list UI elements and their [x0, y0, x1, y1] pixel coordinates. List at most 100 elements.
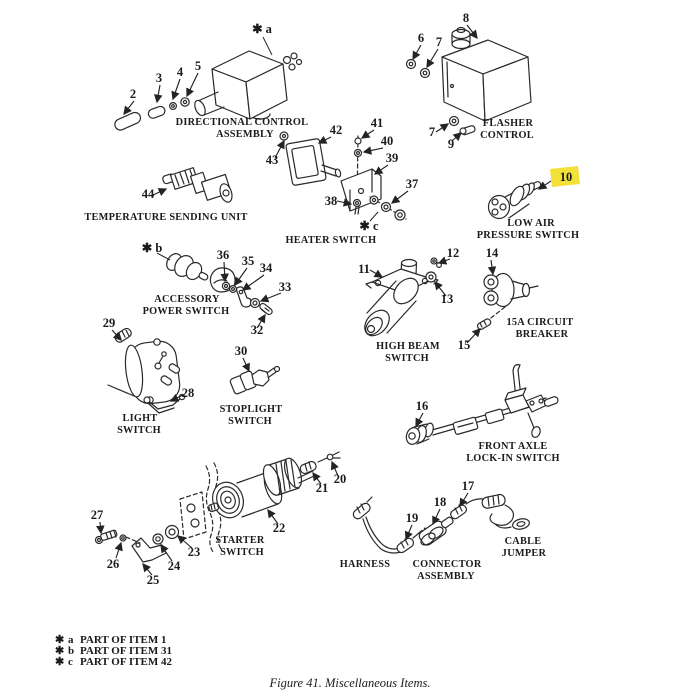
- connector-assembly-drawing: [418, 512, 458, 546]
- callout-16: 16: [416, 399, 429, 413]
- callout-7a: 7: [436, 35, 442, 49]
- legend-letter: b: [68, 645, 74, 657]
- figure-caption: Figure 41. Miscellaneous Items.: [269, 676, 431, 690]
- selected-item-highlight[interactable]: 10: [537, 166, 580, 190]
- callout-27: 27: [91, 508, 104, 522]
- label-breaker-line1: 15A CIRCUIT: [506, 317, 573, 328]
- label-connector-line1: CONNECTOR: [413, 559, 482, 570]
- label-stoplight-line1: STOPLIGHT: [220, 404, 283, 415]
- label-cable-jumper-line1: CABLE: [505, 536, 542, 547]
- label-stoplight-line2: SWITCH: [228, 416, 272, 427]
- callout-34: 34: [260, 261, 273, 275]
- legend-text: PART OF ITEM 1: [80, 634, 167, 646]
- callout-42: 42: [330, 123, 343, 137]
- label-directional-control-line1: DIRECTIONAL CONTROL: [176, 117, 309, 128]
- callout-5: 5: [195, 59, 201, 73]
- callout-24: 24: [168, 559, 181, 573]
- starter-switch-drawing: [94, 451, 341, 563]
- low-air-pressure-switch-drawing: [487, 181, 542, 220]
- high-beam-switch-drawing: [364, 257, 443, 337]
- label-temperature-sending-unit: TEMPERATURE SENDING UNIT: [84, 212, 247, 223]
- legend-text: PART OF ITEM 31: [80, 645, 172, 657]
- callout-35: 35: [242, 254, 255, 268]
- temperature-sending-unit-drawing: [162, 167, 233, 203]
- label-high-beam-line1: HIGH BEAM: [376, 341, 440, 352]
- callout-18: 18: [434, 495, 447, 509]
- label-starter-line1: STARTER: [215, 535, 265, 546]
- label-heater-switch: HEATER SWITCH: [286, 235, 377, 246]
- label-low-air-line2: PRESSURE SWITCH: [477, 230, 579, 241]
- ref-marker-b: ✱ b: [142, 241, 163, 255]
- callout-3: 3: [156, 71, 162, 85]
- light-switch-drawing: [107, 327, 186, 414]
- label-starter-line2: SWITCH: [220, 547, 264, 558]
- callout-12: 12: [447, 246, 460, 260]
- callout-32: 32: [251, 323, 264, 337]
- legend: ✱ a PART OF ITEM 1 ✱ b PART OF ITEM 31 ✱ c PAR…: [55, 634, 172, 668]
- legend-row-a: ✱ a PART OF ITEM 1: [55, 634, 167, 646]
- callout-29: 29: [103, 316, 116, 330]
- legend-marker-icon: ✱: [55, 656, 64, 668]
- callout-23: 23: [188, 545, 201, 559]
- label-front-axle-line2: LOCK-IN SWITCH: [466, 453, 560, 464]
- label-connector-line2: ASSEMBLY: [417, 571, 475, 582]
- callout-19: 19: [406, 511, 419, 525]
- callout-39: 39: [386, 151, 399, 165]
- front-axle-lock-in-switch-drawing: [405, 364, 559, 445]
- label-flasher-line2: CONTROL: [480, 130, 534, 141]
- callout-20: 20: [334, 472, 347, 486]
- callout-38: 38: [325, 194, 338, 208]
- ref-marker-c: ✱ c: [359, 219, 379, 233]
- callout-40: 40: [381, 134, 394, 148]
- legend-marker-icon: ✱: [55, 645, 64, 657]
- label-light-switch-line1: LIGHT: [122, 413, 157, 424]
- callout-arrows: [96, 24, 497, 576]
- label-harness: HARNESS: [340, 559, 390, 570]
- callout-43: 43: [266, 153, 279, 167]
- stoplight-switch-drawing: [229, 365, 281, 395]
- callout-15: 15: [458, 338, 471, 352]
- callout-numbers: 2 3 4 5 ✱ a 8 6 7 7 9 42 43 41 40 39 38 …: [91, 11, 499, 587]
- callout-13: 13: [441, 292, 454, 306]
- callout-7b: 7: [429, 125, 435, 139]
- component-labels: DIRECTIONAL CONTROL ASSEMBLY FLASHER CON…: [84, 117, 579, 582]
- callout-11: 11: [358, 262, 370, 276]
- callout-21: 21: [316, 481, 329, 495]
- callout-17: 17: [462, 479, 475, 493]
- callout-22: 22: [273, 521, 286, 535]
- ref-marker-a: ✱ a: [252, 22, 273, 36]
- callout-6: 6: [418, 31, 424, 45]
- legend-text: PART OF ITEM 42: [80, 656, 172, 668]
- label-cable-jumper-line2: JUMPER: [502, 548, 547, 559]
- callout-41: 41: [371, 116, 384, 130]
- harness-drawing: [352, 496, 426, 554]
- callout-33: 33: [279, 280, 292, 294]
- label-high-beam-line2: SWITCH: [385, 353, 429, 364]
- callout-28: 28: [182, 386, 195, 400]
- flasher-control-drawing: [405, 26, 532, 136]
- callout-26: 26: [107, 557, 120, 571]
- label-front-axle-line1: FRONT AXLE: [479, 441, 548, 452]
- callout-44: 44: [142, 187, 155, 201]
- legend-row-c: ✱ c PART OF ITEM 42: [55, 656, 172, 668]
- label-accessory-line1: ACCESSORY: [154, 294, 220, 305]
- callout-9: 9: [448, 137, 454, 151]
- callout-30: 30: [235, 344, 248, 358]
- callout-25: 25: [147, 573, 160, 587]
- label-low-air-line1: LOW AIR: [507, 218, 555, 229]
- legend-row-b: ✱ b PART OF ITEM 31: [55, 645, 172, 657]
- cable-jumper-drawing: [450, 493, 530, 530]
- callout-2: 2: [130, 87, 136, 101]
- circuit-breaker-drawing: [476, 272, 539, 331]
- callout-10[interactable]: 10: [560, 170, 573, 184]
- legend-marker-icon: ✱: [55, 634, 64, 646]
- legend-letter: a: [68, 634, 74, 646]
- highlight-box[interactable]: [550, 166, 580, 187]
- legend-letter: c: [68, 656, 73, 668]
- callout-8: 8: [463, 11, 469, 25]
- callout-36: 36: [217, 248, 230, 262]
- directional-control-assembly-drawing: [114, 50, 303, 131]
- label-directional-control-line2: ASSEMBLY: [216, 129, 274, 140]
- callout-14: 14: [486, 246, 499, 260]
